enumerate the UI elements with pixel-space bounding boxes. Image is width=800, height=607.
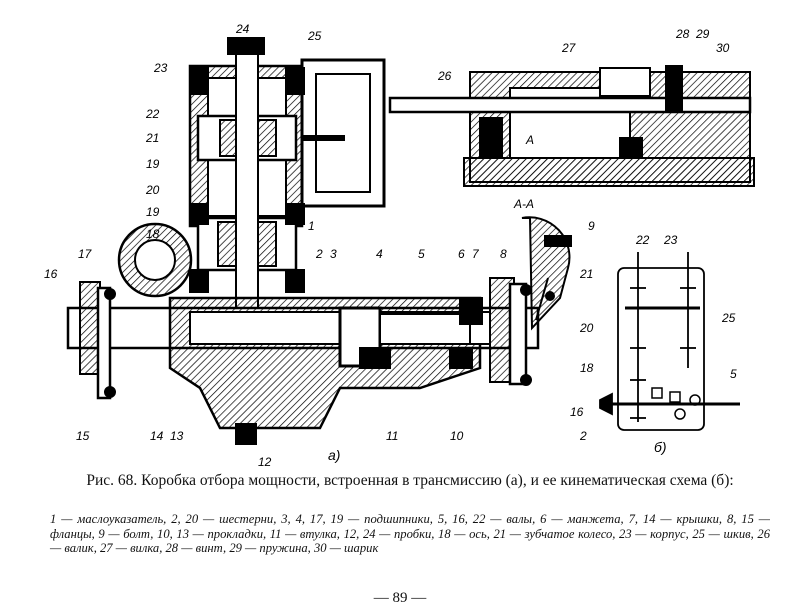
callout-2: 2 xyxy=(315,247,323,261)
callout-24: 24 xyxy=(235,22,250,36)
scheme-callout-5: 5 xyxy=(730,367,737,381)
callout-10: 10 xyxy=(450,429,464,443)
page-number: — 89 — xyxy=(373,590,427,606)
callout-13: 13 xyxy=(170,429,184,443)
callout-labels: 24 25 23 22 21 19 20 19 18 17 16 1 2 3 4… xyxy=(44,22,737,469)
callout-7: 7 xyxy=(472,247,480,261)
scheme-callout-20: 20 xyxy=(579,321,594,335)
callout-11: 11 xyxy=(386,429,398,443)
callout-19-top: 19 xyxy=(146,157,160,171)
callout-15: 15 xyxy=(76,429,90,443)
callout-14: 14 xyxy=(150,429,164,443)
callout-23: 23 xyxy=(153,61,168,75)
callout-26: 26 xyxy=(437,69,452,83)
scheme-callout-16: 16 xyxy=(570,405,584,419)
callout-29: 29 xyxy=(695,27,710,41)
callout-20: 20 xyxy=(145,183,160,197)
callout-6: 6 xyxy=(458,247,465,261)
callout-22: 22 xyxy=(145,107,160,121)
scheme-callout-23: 23 xyxy=(663,233,678,247)
figure-caption: Рис. 68. Коробка отбора мощности, встрое… xyxy=(86,472,734,489)
callout-19-mid: 19 xyxy=(146,205,160,219)
scheme-callout-21: 21 xyxy=(579,267,593,281)
scheme-callout-18: 18 xyxy=(580,361,594,375)
section-a-a xyxy=(521,216,572,331)
callout-4: 4 xyxy=(376,247,383,261)
callout-9: 9 xyxy=(588,219,595,233)
subfigure-a-label: а) xyxy=(328,447,340,463)
kinematic-scheme xyxy=(599,252,740,431)
callout-21: 21 xyxy=(145,131,159,145)
section-a-a-label: А-А xyxy=(513,197,534,211)
callout-17: 17 xyxy=(78,247,93,261)
gearbox-drawing-svg: 24 25 23 22 21 19 20 19 18 17 16 1 2 3 4… xyxy=(44,22,755,469)
callout-8: 8 xyxy=(500,247,507,261)
section-arrow-label: А xyxy=(525,133,534,147)
figure-legend: 1 — маслоуказатель, 2, 20 — шестерни, 3,… xyxy=(50,512,770,555)
callout-1: 1 xyxy=(308,219,315,233)
scheme-callout-2: 2 xyxy=(579,429,587,443)
technical-drawing: 24 25 23 22 21 19 20 19 18 17 16 1 2 3 4… xyxy=(40,8,780,470)
callout-18: 18 xyxy=(146,227,160,241)
scheme-callout-22: 22 xyxy=(635,233,650,247)
callout-3: 3 xyxy=(330,247,337,261)
callout-28: 28 xyxy=(675,27,690,41)
callout-25: 25 xyxy=(307,29,322,43)
section-view-top-right xyxy=(388,65,755,187)
subfigure-b-label: б) xyxy=(654,439,667,455)
scheme-callout-25: 25 xyxy=(721,311,736,325)
main-assembly xyxy=(66,37,540,445)
callout-12: 12 xyxy=(258,455,272,469)
callout-30: 30 xyxy=(716,41,730,55)
callout-5: 5 xyxy=(418,247,425,261)
callout-16: 16 xyxy=(44,267,58,281)
callout-27: 27 xyxy=(561,41,577,55)
